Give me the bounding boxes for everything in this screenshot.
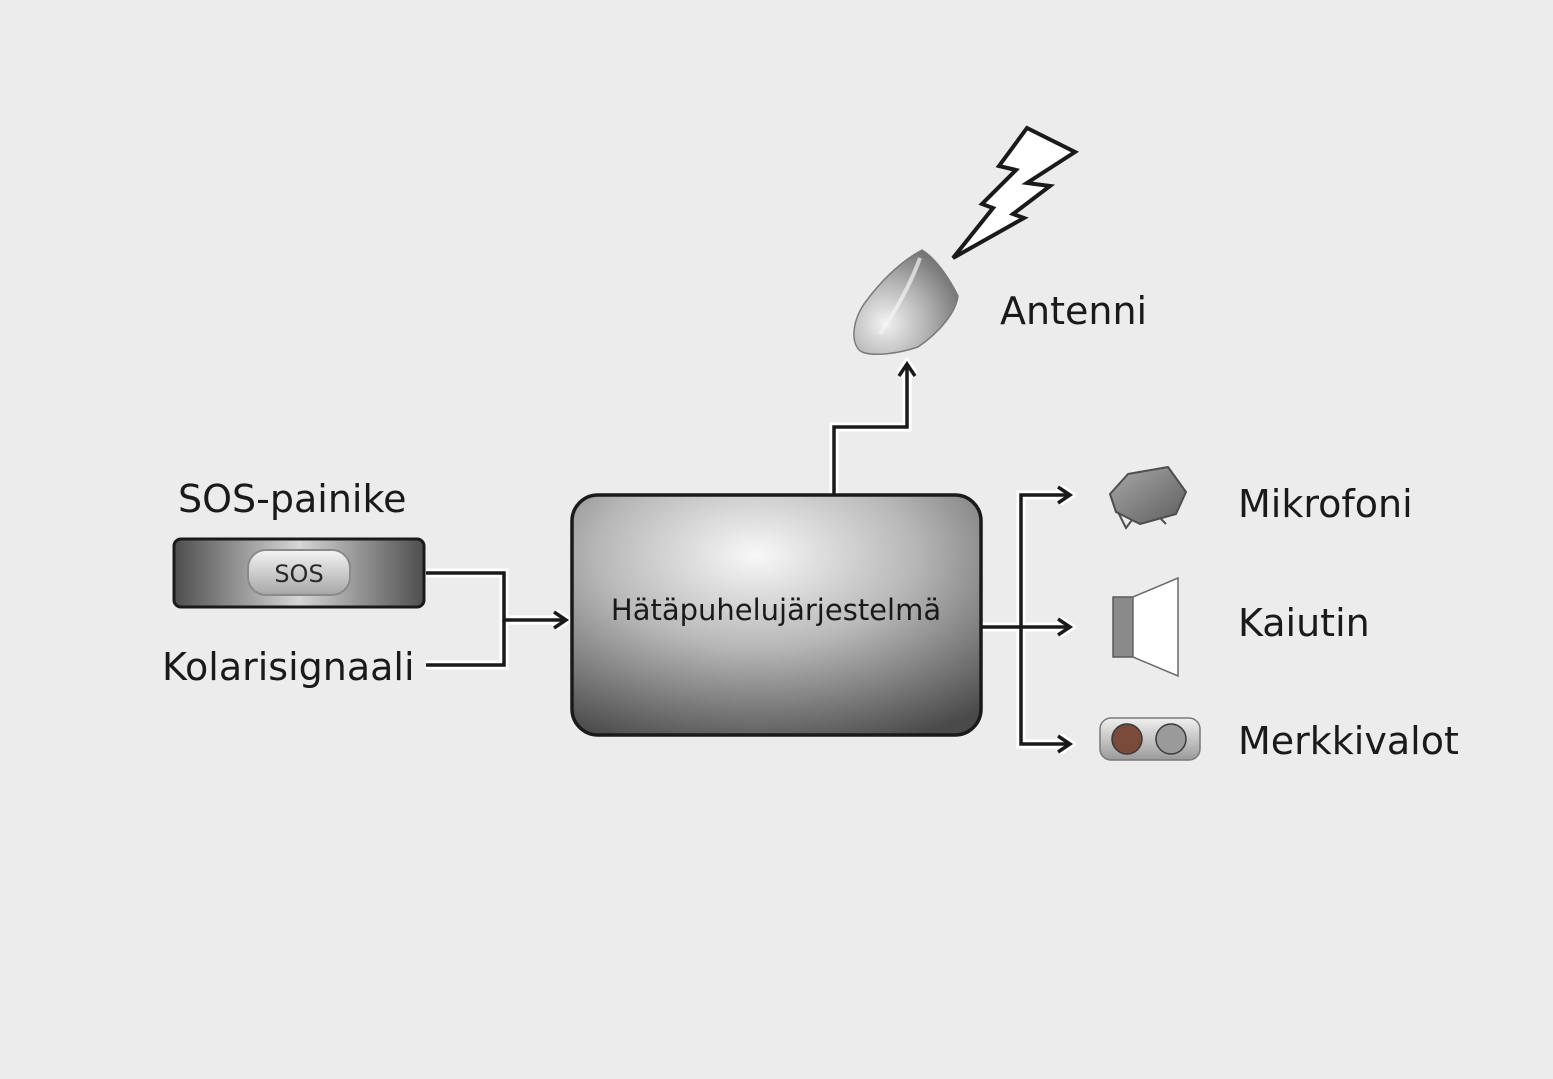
indicator-light-red-icon bbox=[1111, 723, 1143, 755]
indicator-lights-label: Merkkivalot bbox=[1238, 719, 1459, 763]
main-unit: Hätäpuhelujärjestelmä bbox=[570, 493, 983, 737]
speaker-label: Kaiutin bbox=[1238, 601, 1370, 645]
sos-key-text: SOS bbox=[274, 560, 323, 588]
microphone-component: Mikrofoni bbox=[1109, 466, 1413, 530]
wire-main-to-microphone bbox=[1019, 485, 1074, 627]
shark-fin-antenna-icon bbox=[853, 249, 959, 355]
sos-button-label: SOS-painike bbox=[178, 477, 407, 521]
sos-button-component: SOS-painike SOS bbox=[172, 477, 426, 609]
wire-main-to-lights bbox=[1019, 627, 1074, 754]
wire-main-to-antenna bbox=[832, 360, 917, 495]
microphone-icon bbox=[1109, 466, 1187, 525]
main-unit-box bbox=[570, 493, 983, 737]
indicator-lights-component: Merkkivalot bbox=[1099, 717, 1459, 763]
microphone-label: Mikrofoni bbox=[1238, 482, 1413, 526]
lightning-icon bbox=[951, 125, 1080, 260]
sos-key-icon bbox=[247, 549, 351, 596]
antenna-component: Antenni bbox=[853, 125, 1147, 355]
indicator-light-grey-icon bbox=[1155, 723, 1187, 755]
wire-crash-to-main bbox=[426, 620, 506, 667]
crash-signal-label: Kolarisignaali bbox=[162, 645, 415, 689]
connectors bbox=[426, 364, 1070, 744]
antenna-label: Antenni bbox=[1000, 289, 1147, 333]
main-unit-label: Hätäpuhelujärjestelmä bbox=[611, 593, 941, 627]
speaker-magnet-icon bbox=[1112, 596, 1134, 658]
speaker-cone-icon bbox=[1132, 576, 1179, 678]
wire-sos-to-main bbox=[426, 571, 570, 630]
speaker-component: Kaiutin bbox=[1112, 576, 1370, 678]
